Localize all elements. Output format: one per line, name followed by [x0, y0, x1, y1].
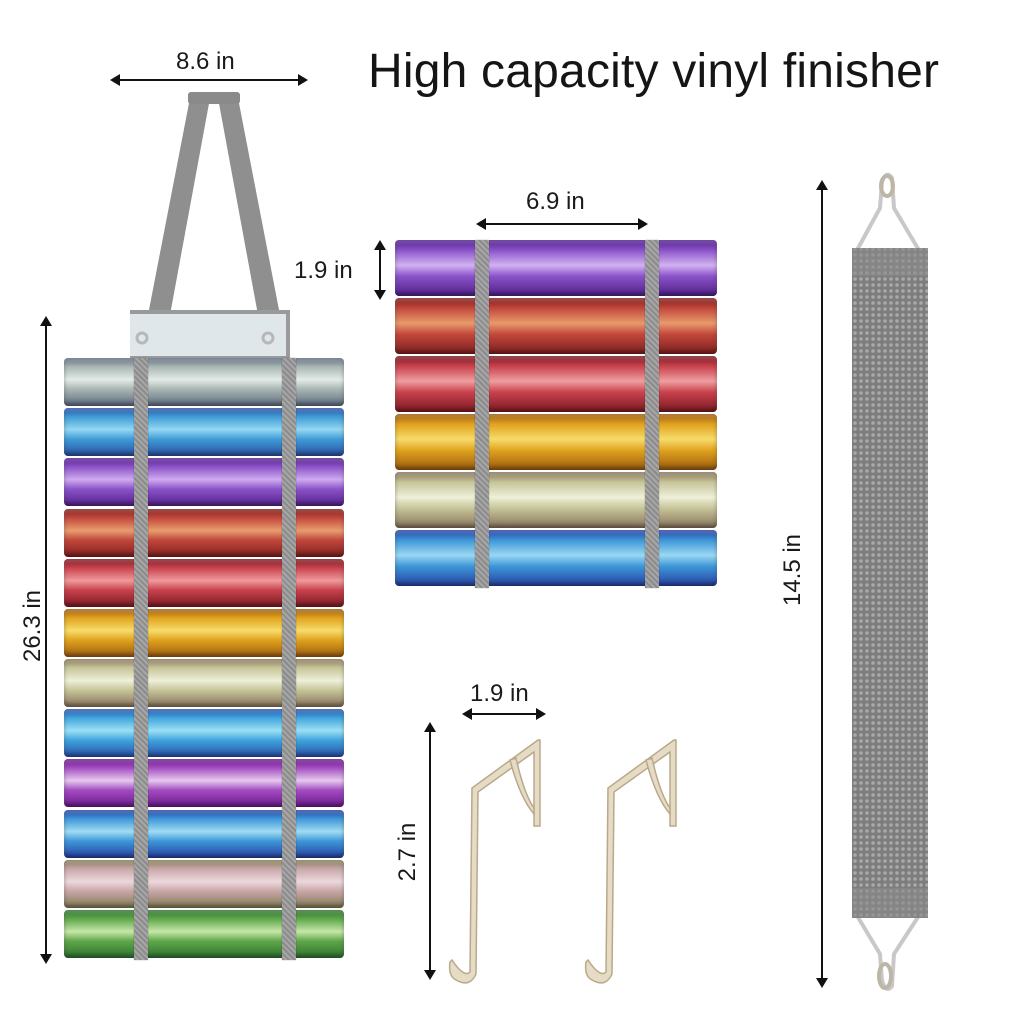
vinyl-roll-silver — [64, 358, 344, 407]
vinyl-roll-sky-blue — [64, 709, 344, 758]
small-vinyl-organizer — [395, 240, 717, 588]
strap-length-arrow — [816, 180, 828, 988]
vinyl-roll-purple — [395, 240, 717, 296]
hook-height-label: 2.7 in — [394, 822, 421, 882]
vinyl-roll-rose-gold — [64, 859, 344, 908]
roll-width-label: 6.9 in — [526, 188, 585, 215]
small-strap-left — [475, 240, 489, 588]
large-vinyl-organizer — [64, 358, 344, 960]
small-strap-right — [645, 240, 659, 588]
organizer-width-label: 8.6 in — [176, 48, 235, 75]
page-title: High capacity vinyl finisher — [368, 45, 940, 98]
vinyl-roll-champagne — [395, 472, 717, 528]
vinyl-roll-light-blue — [64, 408, 344, 457]
vinyl-roll-violet — [64, 759, 344, 808]
door-hook-left — [448, 739, 541, 984]
organizer-width-arrow — [110, 74, 308, 86]
roll-diameter-arrow — [374, 240, 386, 300]
roll-width-arrow — [476, 218, 648, 230]
vinyl-roll-purple — [64, 458, 344, 507]
vinyl-roll-red — [395, 356, 717, 412]
vinyl-roll-red-orange — [395, 298, 717, 354]
vinyl-roll-red-orange — [64, 508, 344, 557]
vinyl-roll-gold — [64, 608, 344, 657]
hook-width-label: 1.9 in — [470, 680, 529, 707]
door-hook-right — [584, 739, 677, 984]
vinyl-roll-champagne — [64, 659, 344, 708]
vinyl-roll-gold — [395, 414, 717, 470]
organizer-height-label: 26.3 in — [19, 589, 46, 663]
roll-diameter-label: 1.9 in — [294, 257, 353, 284]
organizer-strap-right — [282, 358, 296, 960]
hook-height-arrow — [424, 722, 436, 980]
vinyl-roll-red — [64, 558, 344, 607]
vinyl-roll-blue — [395, 530, 717, 586]
extension-strap — [852, 172, 928, 991]
strap-length-label: 14.5 in — [779, 533, 806, 607]
hook-width-arrow — [462, 708, 546, 720]
organizer-height-arrow — [40, 316, 52, 964]
hanging-handle — [130, 92, 290, 360]
vinyl-roll-green — [64, 909, 344, 958]
organizer-strap-left — [134, 358, 148, 960]
vinyl-roll-blue — [64, 809, 344, 858]
